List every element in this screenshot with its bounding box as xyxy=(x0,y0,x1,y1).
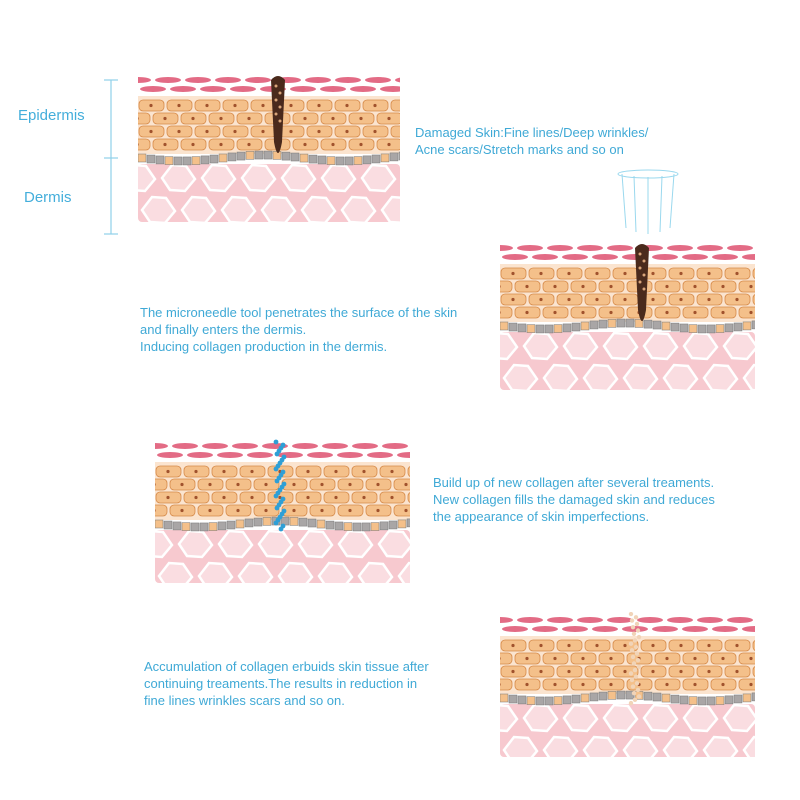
step-1-text: Damaged Skin:Fine lines/Deep wrinkles/ A… xyxy=(415,125,649,157)
skin-section-svg xyxy=(500,244,755,390)
dermis-label: Dermis xyxy=(24,189,72,206)
new-collagen-dot xyxy=(273,466,279,472)
skin-section-svg xyxy=(155,439,410,583)
microneedle-icon xyxy=(271,76,285,153)
microneedle-icon xyxy=(635,244,649,321)
skin-panel-microneedle xyxy=(500,240,755,390)
skin-section-svg xyxy=(138,76,400,222)
new-collagen-dot xyxy=(274,505,280,511)
new-collagen-dot xyxy=(278,526,284,532)
step-2-text: The microneedle tool penetrates the surf… xyxy=(140,305,458,354)
new-collagen-dot xyxy=(274,451,280,457)
skin-panel-damaged xyxy=(138,72,400,222)
layer-bracket xyxy=(104,79,118,235)
skin-panel-rebuilt xyxy=(500,612,755,757)
epidermis-label: Epidermis xyxy=(18,107,85,124)
new-collagen-dot xyxy=(273,520,279,526)
skin-panel-new-collagen xyxy=(155,438,410,583)
skin-section-svg xyxy=(500,612,755,757)
new-collagen-dot xyxy=(273,493,279,499)
step-4-text: Accumulation of collagen erbuids skin ti… xyxy=(144,659,429,708)
new-collagen-dot xyxy=(273,439,279,445)
step-3-text: Build up of new collagen after several t… xyxy=(433,475,715,524)
needle-array-icon xyxy=(617,169,679,234)
new-collagen-dot xyxy=(274,478,280,484)
